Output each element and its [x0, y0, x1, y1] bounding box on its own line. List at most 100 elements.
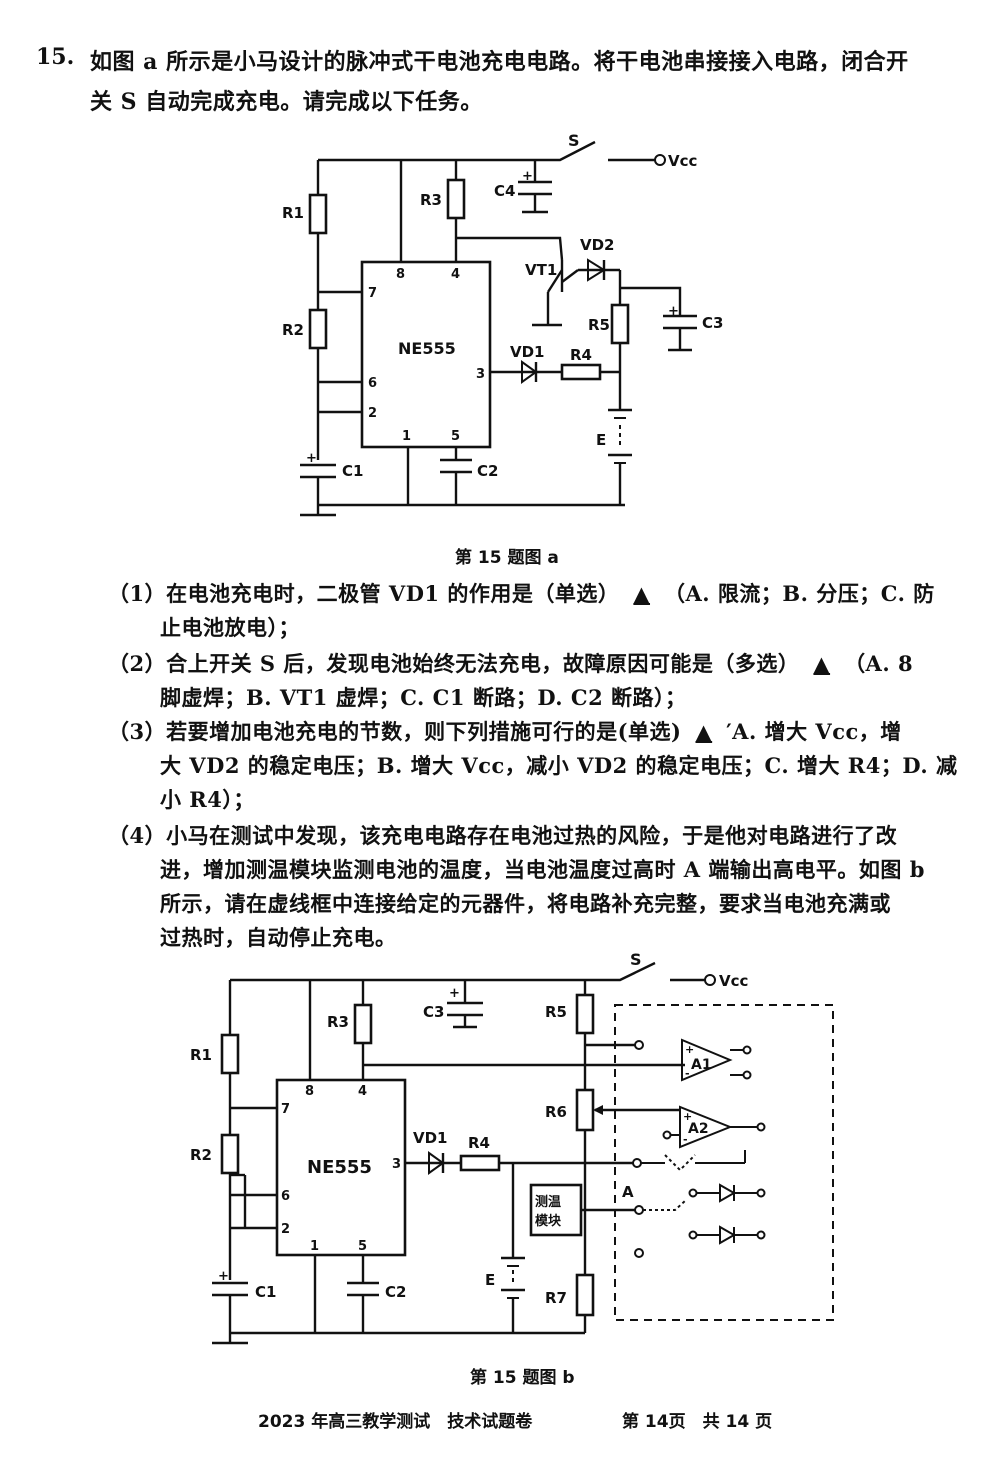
label-pin1-b: 1	[310, 1239, 319, 1254]
label-e-a: E	[596, 431, 606, 449]
label-pin1-a: 1	[402, 429, 411, 444]
q2-options: （A. 8	[844, 651, 914, 676]
label-pin6-b: 6	[281, 1189, 290, 1204]
q1-text: （1）在电池充电时，二极管 VD1 的作用是（单选）	[108, 581, 620, 606]
q3-options: ′A. 增大 Vcc，增	[726, 719, 902, 744]
label-a2-plus: +	[683, 1110, 692, 1123]
label-c2-a: C2	[477, 462, 498, 480]
label-c1-b: C1	[255, 1283, 276, 1301]
label-e-b: E	[485, 1271, 495, 1289]
ne555-chip-b	[275, 1078, 407, 1257]
label-pin2-a: 2	[368, 406, 377, 421]
q3-line3: 小 R4）；	[160, 787, 255, 812]
q1-answer-blank[interactable]: ▲	[633, 581, 651, 606]
q1-options: （A. 限流；B. 分压；C. 防	[664, 581, 935, 606]
label-switch-b: S	[630, 950, 642, 969]
r1-resistor-b	[220, 1033, 240, 1075]
a1-comparator	[681, 1038, 733, 1082]
label-r4-a: R4	[570, 346, 592, 364]
q2-answer-blank[interactable]: ▲	[813, 651, 831, 676]
label-a2-minus: -	[683, 1133, 688, 1146]
r6-potentiometer-b	[575, 1088, 595, 1132]
label-r6-b: R6	[545, 1103, 567, 1121]
question-stem-line2: 关 S 自动完成充电。请完成以下任务。	[90, 89, 483, 115]
q4-line2: 进，增加测温模块监测电池的温度，当电池温度过高时 A 端输出高电平。如图 b	[160, 857, 925, 882]
label-plus-c4: +	[522, 169, 533, 184]
label-pin6-a: 6	[368, 376, 377, 391]
circuit-figure-b: S Vcc R1 R2 R3 C3 + R5 R6 R7 E VD1 R4 NE…	[190, 950, 834, 1345]
label-r1-a: R1	[282, 204, 304, 222]
r1-resistor	[308, 193, 328, 235]
q2-line2: 脚虚焊；B. VT1 虚焊；C. C1 断路；D. C2 断路）；	[160, 685, 687, 710]
label-vcc-b: Vcc	[719, 972, 748, 990]
label-r3-a: R3	[420, 191, 442, 209]
label-pin8-a: 8	[396, 267, 405, 282]
q2-text: （2）合上开关 S 后，发现电池始终无法充电，故障原因可能是（多选）	[108, 651, 800, 676]
figure-a-caption: 第 15 题图 a	[455, 548, 559, 568]
ne555-chip	[360, 260, 492, 449]
q3-line1: （3）若要增加电池充电的节数，则下列措施可行的是(单选) ▲ ′A. 增大 Vcc，…	[108, 716, 902, 746]
label-pin7-a: 7	[368, 286, 377, 301]
temp-module	[529, 1183, 583, 1237]
label-vd1-b: VD1	[413, 1129, 448, 1147]
label-pin2-b: 2	[281, 1222, 290, 1237]
label-c4-a: C4	[494, 182, 515, 200]
r4-resistor-b	[459, 1154, 501, 1172]
label-a2: A2	[688, 1121, 709, 1137]
label-a1: A1	[691, 1057, 712, 1073]
label-pin4-b: 4	[358, 1084, 367, 1099]
q2-line1: （2）合上开关 S 后，发现电池始终无法充电，故障原因可能是（多选） ▲ （A. 8	[108, 648, 913, 678]
label-pin4-a: 4	[451, 267, 460, 282]
label-vd2-a: VD2	[580, 236, 615, 254]
label-pin3-b: 3	[392, 1157, 401, 1172]
circuit-figure-a: S Vcc R1 R2 R3 C4 + VT1 VD2 R5 C3 + VD1 …	[282, 131, 723, 517]
footer-title: 2023 年高三教学测试 技术试题卷	[258, 1412, 533, 1432]
label-pin3-a: 3	[476, 367, 485, 382]
r2-resistor	[308, 308, 328, 350]
footer-page: 第 14页 共 14 页	[622, 1412, 773, 1432]
q4-line4: 过热时，自动停止充电。	[160, 925, 397, 950]
label-switch-a: S	[568, 131, 580, 150]
label-c3-b: C3	[423, 1003, 444, 1021]
label-plus-c1b: +	[218, 1269, 229, 1284]
label-r5-a: R5	[588, 316, 610, 334]
question-stem-line1: 如图 a 所示是小马设计的脉冲式干电池充电电路。将干电池串接接入电路，闭合开	[90, 49, 909, 75]
r2-resistor-b	[220, 1133, 240, 1175]
r3-resistor-b	[353, 1003, 373, 1045]
label-pin8-b: 8	[305, 1084, 314, 1099]
q1-line2: 止电池放电）；	[160, 615, 300, 640]
figure-b-caption: 第 15 题图 b	[470, 1368, 575, 1388]
label-c1-a: C1	[342, 462, 363, 480]
label-pin5-a: 5	[451, 429, 460, 444]
label-r2-b: R2	[190, 1146, 212, 1164]
label-a1-plus: +	[685, 1043, 694, 1056]
label-pin5-b: 5	[358, 1239, 367, 1254]
label-r3-b: R3	[327, 1013, 349, 1031]
r7-resistor-b	[575, 1273, 595, 1317]
label-a1-minus: -	[685, 1067, 690, 1080]
label-plus-c3: +	[668, 304, 679, 319]
label-temp-module-2: 模块	[535, 1213, 562, 1229]
label-a-terminal: A	[622, 1183, 634, 1201]
label-r7-b: R7	[545, 1289, 567, 1307]
r4-resistor	[560, 363, 602, 381]
q3-text: （3）若要增加电池充电的节数，则下列措施可行的是(单选)	[108, 719, 682, 744]
label-vd1-a: VD1	[510, 343, 545, 361]
label-plus-c1: +	[306, 451, 317, 466]
q4-line1: （4）小马在测试中发现，该充电电路存在电池过热的风险，于是他对电路进行了改	[108, 823, 898, 848]
r3-resistor	[446, 178, 466, 220]
label-r1-b: R1	[190, 1046, 212, 1064]
label-c3-a: C3	[702, 314, 723, 332]
r5-resistor-b	[575, 993, 595, 1035]
q1-line1: （1）在电池充电时，二极管 VD1 的作用是（单选） ▲ （A. 限流；B. 分压；…	[108, 578, 935, 608]
label-r2-a: R2	[282, 321, 304, 339]
q3-answer-blank[interactable]: ▲	[695, 719, 713, 744]
label-pin7-b: 7	[281, 1102, 290, 1117]
label-r5-b: R5	[545, 1003, 567, 1021]
label-plus-c3b: +	[449, 986, 460, 1001]
q3-line2: 大 VD2 的稳定电压；B. 增大 Vcc，减小 VD2 的稳定电压；C. 增大…	[160, 753, 958, 778]
label-ne555-a: NE555	[398, 339, 456, 358]
r5-resistor	[610, 303, 630, 345]
label-ne555-b: NE555	[307, 1157, 372, 1178]
a2-comparator	[679, 1105, 733, 1149]
